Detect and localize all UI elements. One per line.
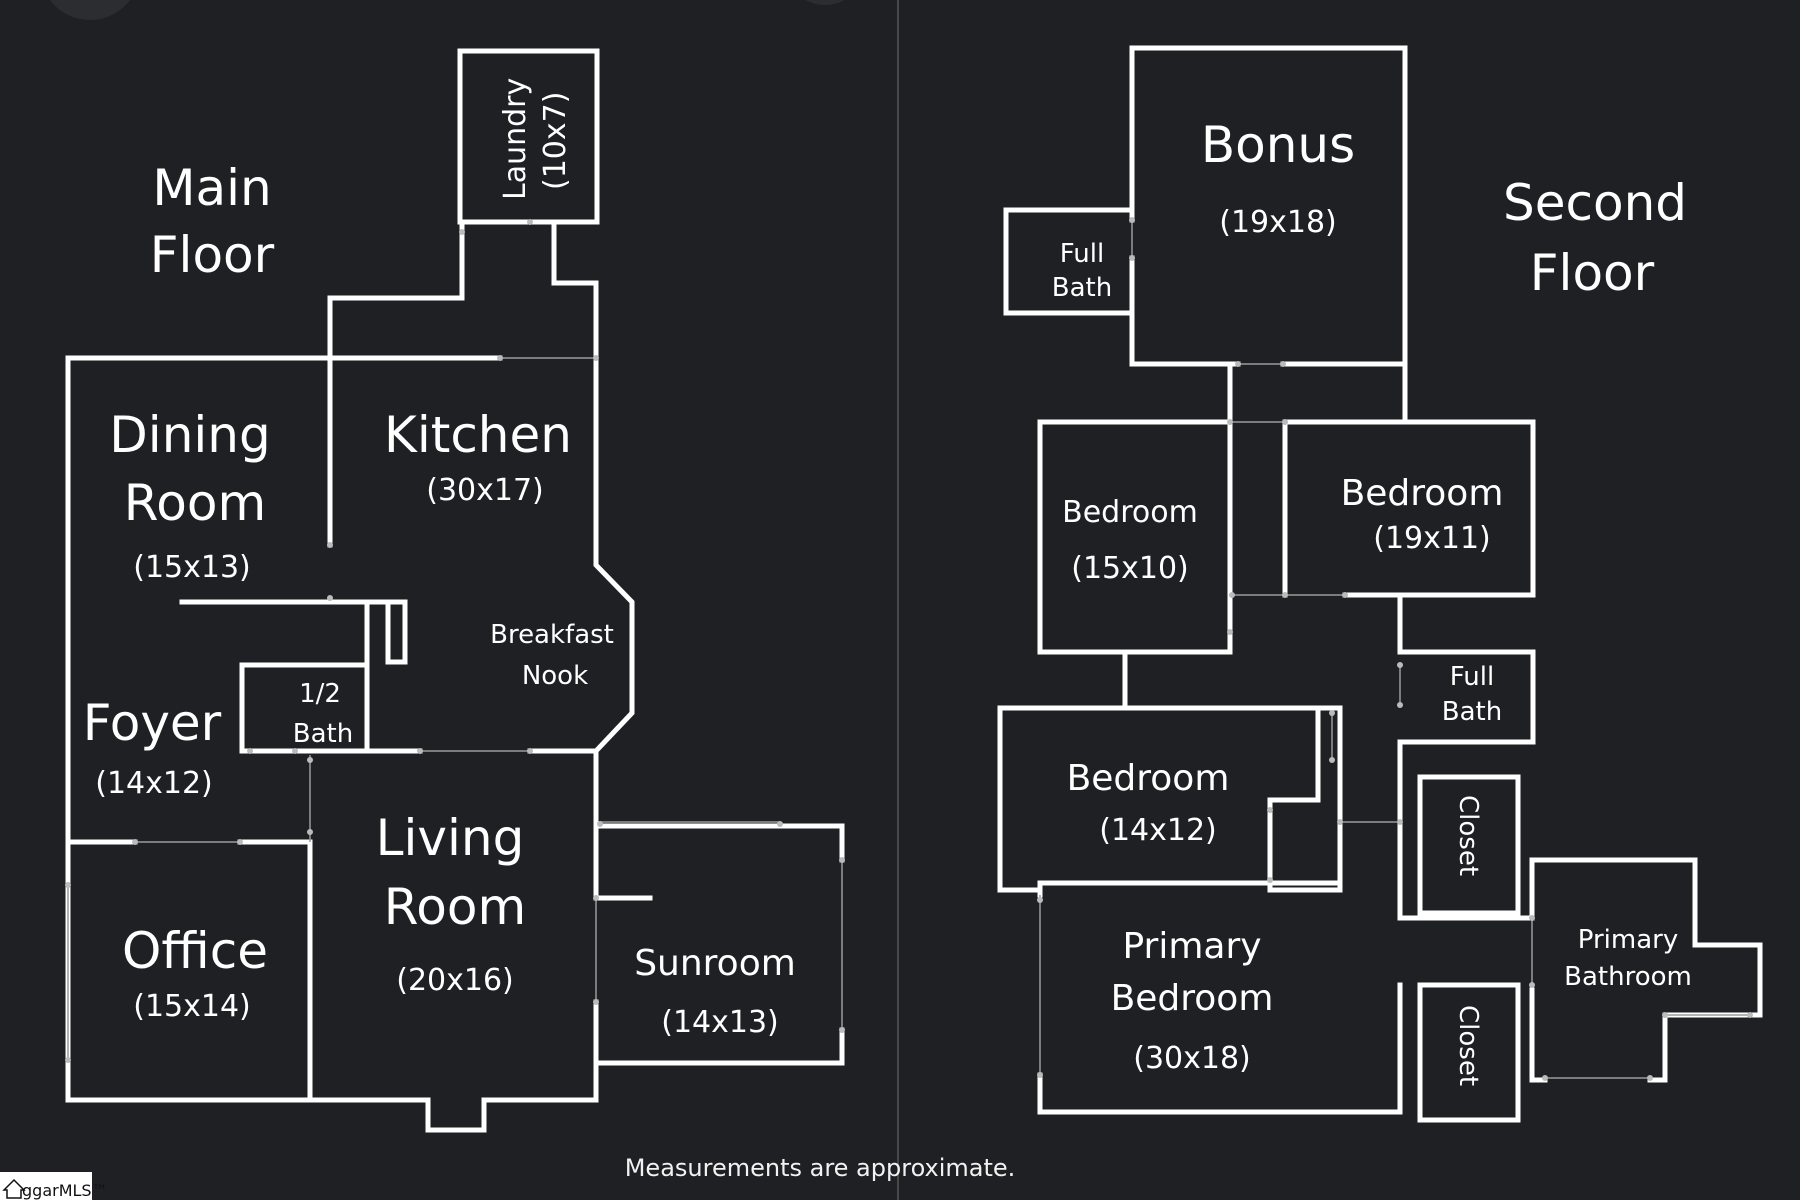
measurement-note: Measurements are approximate. [625,1154,1016,1182]
half-bath-name-line1: 1/2 [299,679,341,709]
full-bath-mid-line1: Full [1450,662,1494,692]
sunroom-name: Sunroom [634,943,796,984]
foyer-name: Foyer [83,694,222,752]
full-bath-mid-line2: Bath [1442,697,1502,727]
bedroom-c-size: (14x12) [1099,813,1217,848]
primary-bath-name-line1: Primary [1578,925,1678,955]
breakfast-name-line2: Nook [522,661,588,691]
bedroom-a-size: (15x10) [1071,551,1189,586]
bonus-name: Bonus [1201,116,1355,174]
second-floor-title-line2: Floor [1530,244,1655,302]
office-size: (15x14) [133,989,251,1024]
living-name-line2: Room [384,878,526,936]
bedroom-b-name: Bedroom [1341,473,1504,514]
main-floor-title-line2: Floor [150,226,275,284]
main-floor-labels: Main Floor Laundry (10x7) Dining Room (1… [83,78,796,1040]
dining-name-line2: Room [124,474,266,532]
foyer-size: (14x12) [95,766,213,801]
dining-size: (15x13) [133,550,251,585]
closet-1-name: Closet [1453,795,1483,876]
bedroom-b-size: (19x11) [1373,521,1491,556]
kitchen-name: Kitchen [384,406,572,464]
sunroom-size: (14x13) [661,1005,779,1040]
full-bath-upper-line2: Bath [1052,273,1112,303]
bedroom-a-name: Bedroom [1062,495,1198,530]
corner-shape [50,0,130,20]
half-bath-name-line2: Bath [293,719,353,749]
full-bath-upper-line1: Full [1060,239,1104,269]
closet-2-name: Closet [1453,1005,1483,1086]
bonus-size: (19x18) [1219,205,1337,240]
laundry-name: Laundry [498,78,533,200]
primary-bath-name-line2: Bathroom [1564,962,1692,992]
main-floor-title-line1: Main [152,159,271,217]
breakfast-name-line1: Breakfast [490,620,614,650]
logo-text: ggarMLS™ [22,1181,108,1200]
primary-bedroom-name-line2: Bedroom [1111,978,1274,1019]
house-icon [2,1178,26,1199]
second-floor-walls [997,45,1763,1123]
main-floor-door-markers [65,219,845,1063]
primary-bedroom-name-line1: Primary [1122,926,1261,967]
second-floor-labels: Second Floor Bonus (19x18) Full Bath Bed… [1052,116,1692,1086]
laundry-size: (10x7) [538,92,573,190]
living-name-line1: Living [376,809,525,867]
mls-logo: ggarMLS™ [0,1172,108,1200]
dining-name-line1: Dining [109,406,270,464]
second-floor-door-markers [1037,217,1753,1081]
kitchen-size: (30x17) [426,473,544,508]
office-name: Office [122,922,268,980]
primary-bedroom-size: (30x18) [1133,1041,1251,1076]
bedroom-c-name: Bedroom [1067,758,1230,799]
main-floor-walls [65,48,845,1133]
second-floor-title-line1: Second [1503,174,1687,232]
corner-shape [805,0,845,5]
living-size: (20x16) [396,963,514,998]
